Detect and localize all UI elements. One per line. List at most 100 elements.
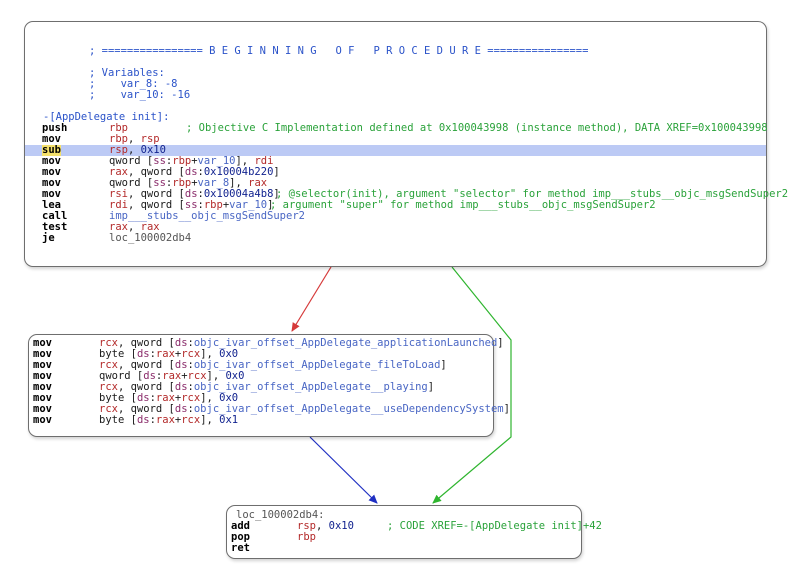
- operand-token: 0x10004b220: [203, 166, 274, 178]
- operand-token: ds: [174, 337, 188, 349]
- operand-token[interactable]: objc_ivar_offset_AppDelegate__useDepende…: [193, 403, 504, 415]
- operand-token: rbp: [172, 155, 192, 167]
- operand-token[interactable]: objc_ivar_offset_AppDelegate__playing: [193, 381, 428, 393]
- operand-token: ]: [267, 199, 274, 211]
- operand-token: :: [187, 337, 194, 349]
- procedure-label[interactable]: -[AppDelegate init]:: [25, 112, 766, 123]
- instruction-mnemonic: mov: [33, 370, 52, 382]
- location-label[interactable]: loc_100002db4:: [227, 510, 581, 521]
- operand-token: rsi: [109, 188, 128, 200]
- operand-token: +: [174, 392, 182, 404]
- instruction-mnemonic: mov: [42, 188, 61, 200]
- operand-token: rcx: [99, 381, 118, 393]
- operand-token: rbp: [203, 199, 223, 211]
- instruction-mnemonic: mov: [33, 381, 52, 393]
- operand-token[interactable]: objc_ivar_offset_AppDelegate_application…: [193, 337, 498, 349]
- instruction-mnemonic: mov: [42, 155, 61, 167]
- operand-token: ds: [174, 403, 188, 415]
- header-text: ; ================ B E G I N N I N G O F…: [89, 45, 589, 57]
- instruction-mnemonic: mov: [33, 359, 52, 371]
- operand-token: rax: [155, 414, 175, 426]
- operand-token: ],: [229, 177, 249, 189]
- operand-token: rcx: [187, 370, 207, 382]
- location-label-text[interactable]: loc_100002db4:: [236, 509, 325, 521]
- operand-token: ds: [174, 359, 188, 371]
- operand-token[interactable]: var_10: [197, 155, 236, 167]
- operand-token: rax: [162, 370, 182, 382]
- instruction-mnemonic: mov: [33, 337, 52, 349]
- operand-token[interactable]: var_10: [229, 199, 268, 211]
- instruction-mnemonic: mov: [42, 133, 61, 145]
- operand-token: ss: [153, 155, 166, 167]
- procedure-label-text[interactable]: -[AppDelegate init]:: [43, 111, 170, 123]
- operand-token: +: [191, 155, 198, 167]
- operand-token: ds: [184, 166, 198, 178]
- operand-token[interactable]: var_8: [197, 177, 230, 189]
- operand-token: ds: [136, 414, 150, 426]
- instruction-mnemonic: push: [42, 122, 68, 134]
- operand-token: ds: [136, 392, 150, 404]
- operand-token[interactable]: loc_100002db4: [109, 232, 192, 244]
- instruction-operands: imp___stubs__objc_msgSendSuper2: [109, 211, 305, 222]
- operand-token[interactable]: imp___stubs__objc_msgSendSuper2: [109, 210, 305, 222]
- basic-block-entry[interactable]: ; ================ B E G I N N I N G O F…: [24, 21, 788, 267]
- instruction-mnemonic: ret: [231, 542, 250, 554]
- instruction-row[interactable]: ret: [227, 543, 581, 554]
- operand-token: ]: [503, 403, 510, 415]
- header-text: ; var_10: -16: [89, 89, 191, 101]
- instruction-mnemonic: mov: [33, 392, 52, 404]
- operand-token: rax: [248, 177, 268, 189]
- operand-token: , qword [: [117, 381, 175, 393]
- instruction-row[interactable]: mov rcx, qword [ds:objc_ivar_offset_AppDe…: [29, 360, 493, 371]
- operand-token: rcx: [181, 392, 201, 404]
- instruction-operands: loc_100002db4: [109, 233, 191, 244]
- operand-token: ,: [315, 520, 329, 532]
- procedure-header-line: ; var_8: -8: [25, 79, 766, 90]
- operand-token: +: [181, 370, 188, 382]
- header-text: ; var_8: -8: [89, 78, 178, 90]
- operand-token: , qword [: [127, 166, 185, 178]
- operand-token: :: [149, 414, 156, 426]
- operand-token: rsp: [109, 144, 128, 156]
- operand-token: rdi: [254, 155, 274, 167]
- operand-token: ]: [497, 337, 504, 349]
- operand-token: rax: [140, 221, 160, 233]
- operand-token: 0x0: [219, 392, 239, 404]
- operand-token[interactable]: objc_ivar_offset_AppDelegate_fileToLoad: [193, 359, 441, 371]
- instruction-comment: ; Objective C Implementation defined at …: [186, 122, 768, 134]
- operand-token: +: [191, 177, 198, 189]
- operand-token: rcx: [99, 359, 118, 371]
- instruction-operands: rcx, qword [ds:objc_ivar_offset_AppDeleg…: [99, 360, 447, 371]
- edge-fallthrough: [309, 436, 378, 504]
- instruction-comment: ; argument "super" for method imp___stub…: [270, 199, 656, 211]
- operand-token: 0x10004a4b8: [203, 188, 274, 200]
- procedure-header-line: ; var_10: -16: [25, 90, 766, 101]
- operand-token: rbp: [109, 133, 128, 145]
- operand-token: rsp: [297, 520, 316, 532]
- operand-token: :: [149, 392, 156, 404]
- operand-token: 0x10: [328, 520, 354, 532]
